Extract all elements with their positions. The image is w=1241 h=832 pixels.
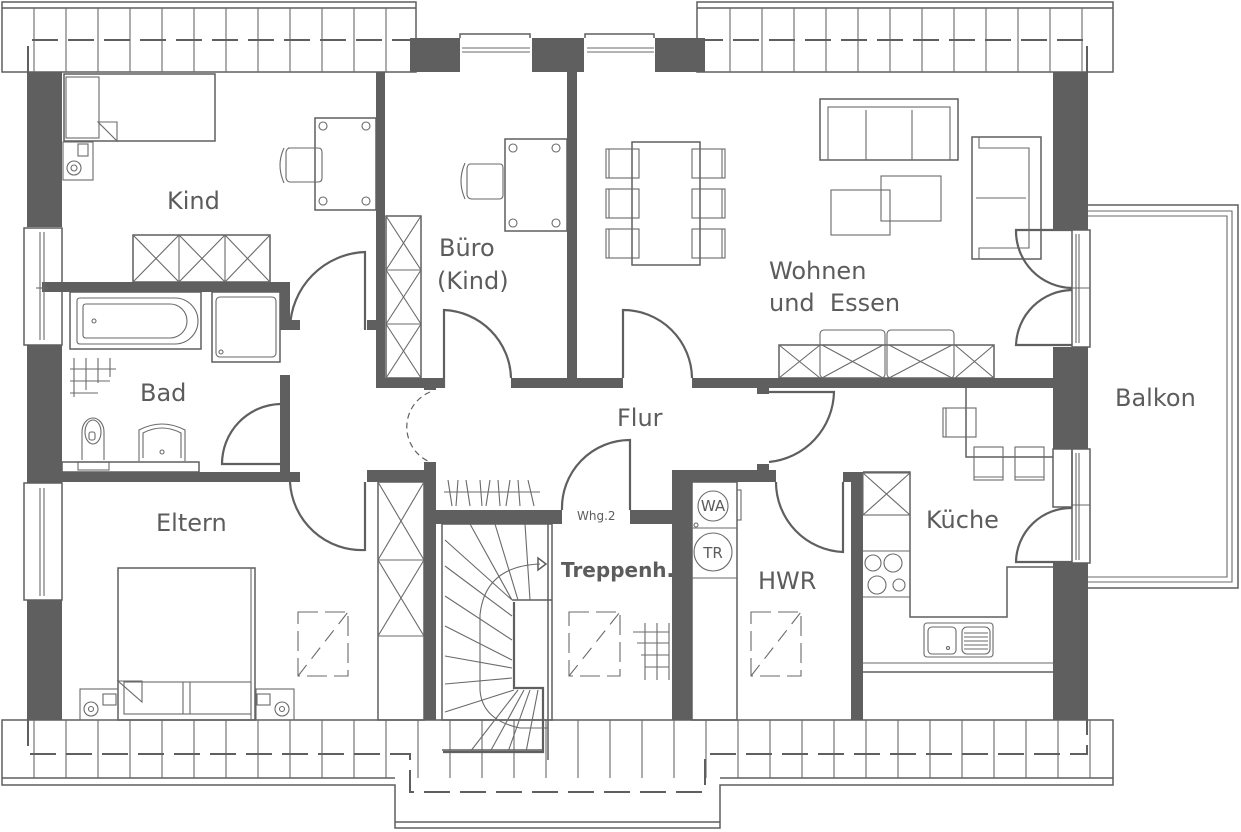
tiles-icon <box>70 358 116 397</box>
skylight-treppenhaus-icon <box>568 611 621 677</box>
dryer-label: TR <box>702 544 723 562</box>
roof-eave-bottom <box>1 719 1114 829</box>
bed-icon <box>63 73 216 142</box>
wardrobe-icon <box>132 234 271 283</box>
tiles-treppenhaus-icon <box>633 623 670 680</box>
wardrobe-eltern-icon <box>377 481 425 721</box>
desk-icon <box>504 138 568 232</box>
shower-icon <box>211 291 281 363</box>
room-label-hwr: HWR <box>758 567 816 595</box>
coffee-table-icon <box>830 175 942 236</box>
room-labels: Kind Büro (Kind) Wohnen und Essen Bad Fl… <box>140 187 1196 595</box>
roof-eave-top-right <box>696 1 1114 73</box>
double-bed-icon <box>116 567 256 721</box>
balcony <box>1088 204 1239 589</box>
skylight-hwr-icon <box>750 611 802 677</box>
room-label-treppenhaus: Treppenh. <box>561 558 674 582</box>
nightstand-right-icon <box>255 688 295 721</box>
sofa-icon <box>819 98 959 161</box>
dining-chairs <box>605 148 726 259</box>
room-label-flur: Flur <box>617 404 663 432</box>
coat-rack-icon <box>444 479 540 507</box>
sink-icon <box>138 423 186 461</box>
dryer-icon <box>693 532 733 572</box>
chair-icon <box>279 147 323 184</box>
room-label-wohnen-2: und Essen <box>769 289 900 317</box>
furniture-wohnen <box>605 98 1042 379</box>
staircase-icon <box>441 523 553 760</box>
vanity-counter <box>61 461 200 473</box>
washer-label: WA <box>701 497 726 515</box>
furniture-eltern <box>79 481 425 721</box>
roof-eave-top-left <box>1 1 417 73</box>
skylight-icon <box>297 611 349 677</box>
chair-icon <box>460 162 504 200</box>
furniture-kind <box>62 73 377 283</box>
bathtub-icon <box>69 291 202 350</box>
dining-table-icon <box>631 141 701 266</box>
unit-label: Whg.2 <box>577 509 616 523</box>
room-label-kueche: Küche <box>926 506 999 534</box>
sideboard-icon <box>778 329 995 379</box>
doors <box>220 228 1073 564</box>
furniture-bad <box>61 291 281 473</box>
room-label-bad: Bad <box>140 379 186 407</box>
nightstand-icon <box>62 141 94 181</box>
desk-icon <box>314 117 377 211</box>
stove-icon <box>864 554 882 572</box>
room-label-balkon: Balkon <box>1115 384 1196 412</box>
walls <box>27 38 1088 720</box>
room-label-kind: Kind <box>167 187 220 215</box>
furniture-buero <box>385 138 568 379</box>
washer-icon <box>697 490 729 522</box>
room-label-buero-1: Büro <box>439 234 495 262</box>
room-label-eltern: Eltern <box>156 509 227 537</box>
kitchen-sink-icon <box>923 622 994 658</box>
furniture-hwr <box>691 481 742 721</box>
nightstand-left-icon <box>79 688 119 721</box>
shelf-icon <box>385 215 422 379</box>
furniture-kueche <box>862 388 1053 673</box>
armchair-icon <box>971 136 1042 260</box>
windows <box>23 33 1091 601</box>
room-label-wohnen-1: Wohnen <box>769 257 866 285</box>
room-label-buero-2: (Kind) <box>437 267 509 295</box>
